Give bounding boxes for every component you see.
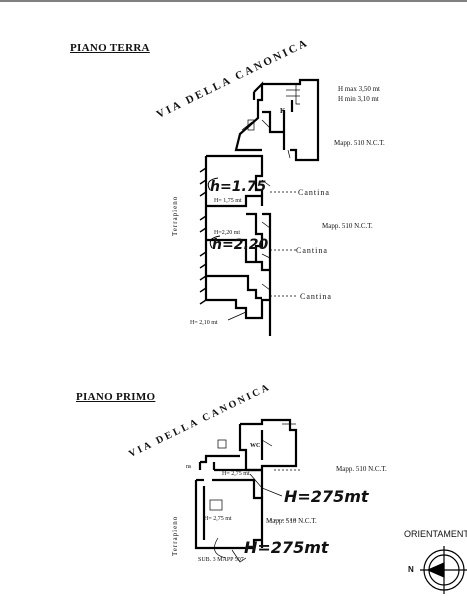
first-ns-label: ns <box>186 464 192 470</box>
first-print-height-2: H= 2,75 mt <box>204 516 232 522</box>
north-label: N <box>408 565 414 574</box>
orientation-label: ORIENTAMENT <box>404 529 467 539</box>
first-hand-height-2: H=275mt <box>244 538 329 557</box>
first-wc-label: WC <box>250 443 261 449</box>
first-print-height-1: H= 2,75 mt <box>222 471 250 477</box>
first-floor-title: PIANO PRIMO <box>76 391 156 403</box>
first-terrapieno-label: Terrapieno <box>171 515 179 556</box>
first-mapp-1: Mapp. 510 N.C.T. <box>336 465 387 473</box>
ground-hand-height-1: h=1.75 <box>210 179 267 195</box>
first-hand-height-1: H=275mt <box>284 487 369 506</box>
first-sub-label: SUB. 3 MAPP 507 <box>198 557 244 563</box>
ground-print-height-2: H=2,20 mt <box>214 230 241 236</box>
ground-height-min: H min 3,10 mt <box>338 95 379 103</box>
ground-height-max: H max 3,50 mt <box>338 85 380 93</box>
ground-floor-plan <box>204 78 320 336</box>
cantina-label-1: Cantina <box>298 188 330 197</box>
ground-print-height-3: H= 2,10 mt <box>190 320 218 326</box>
first-mapp-2: Mapp. 510 N.C.T. <box>266 517 317 525</box>
cantina-label-2: Cantina <box>296 246 328 255</box>
ground-terrapieno-label: Terrapieno <box>171 195 179 236</box>
compass-rose <box>420 546 467 594</box>
ground-mapp-mid: Mapp. 510 N.C.T. <box>322 222 373 230</box>
ground-mapp-top: Mapp. 510 N.C.T. <box>334 139 385 147</box>
ground-print-height-1: H= 1,75 mt <box>214 198 242 204</box>
ground-floor-title: PIANO TERRA <box>70 42 150 54</box>
ground-hand-height-2: h=2.20 <box>212 237 269 253</box>
cantina-label-3: Cantina <box>300 292 332 301</box>
first-floor-plan <box>194 418 298 550</box>
ground-room-k-label: K <box>280 107 286 115</box>
